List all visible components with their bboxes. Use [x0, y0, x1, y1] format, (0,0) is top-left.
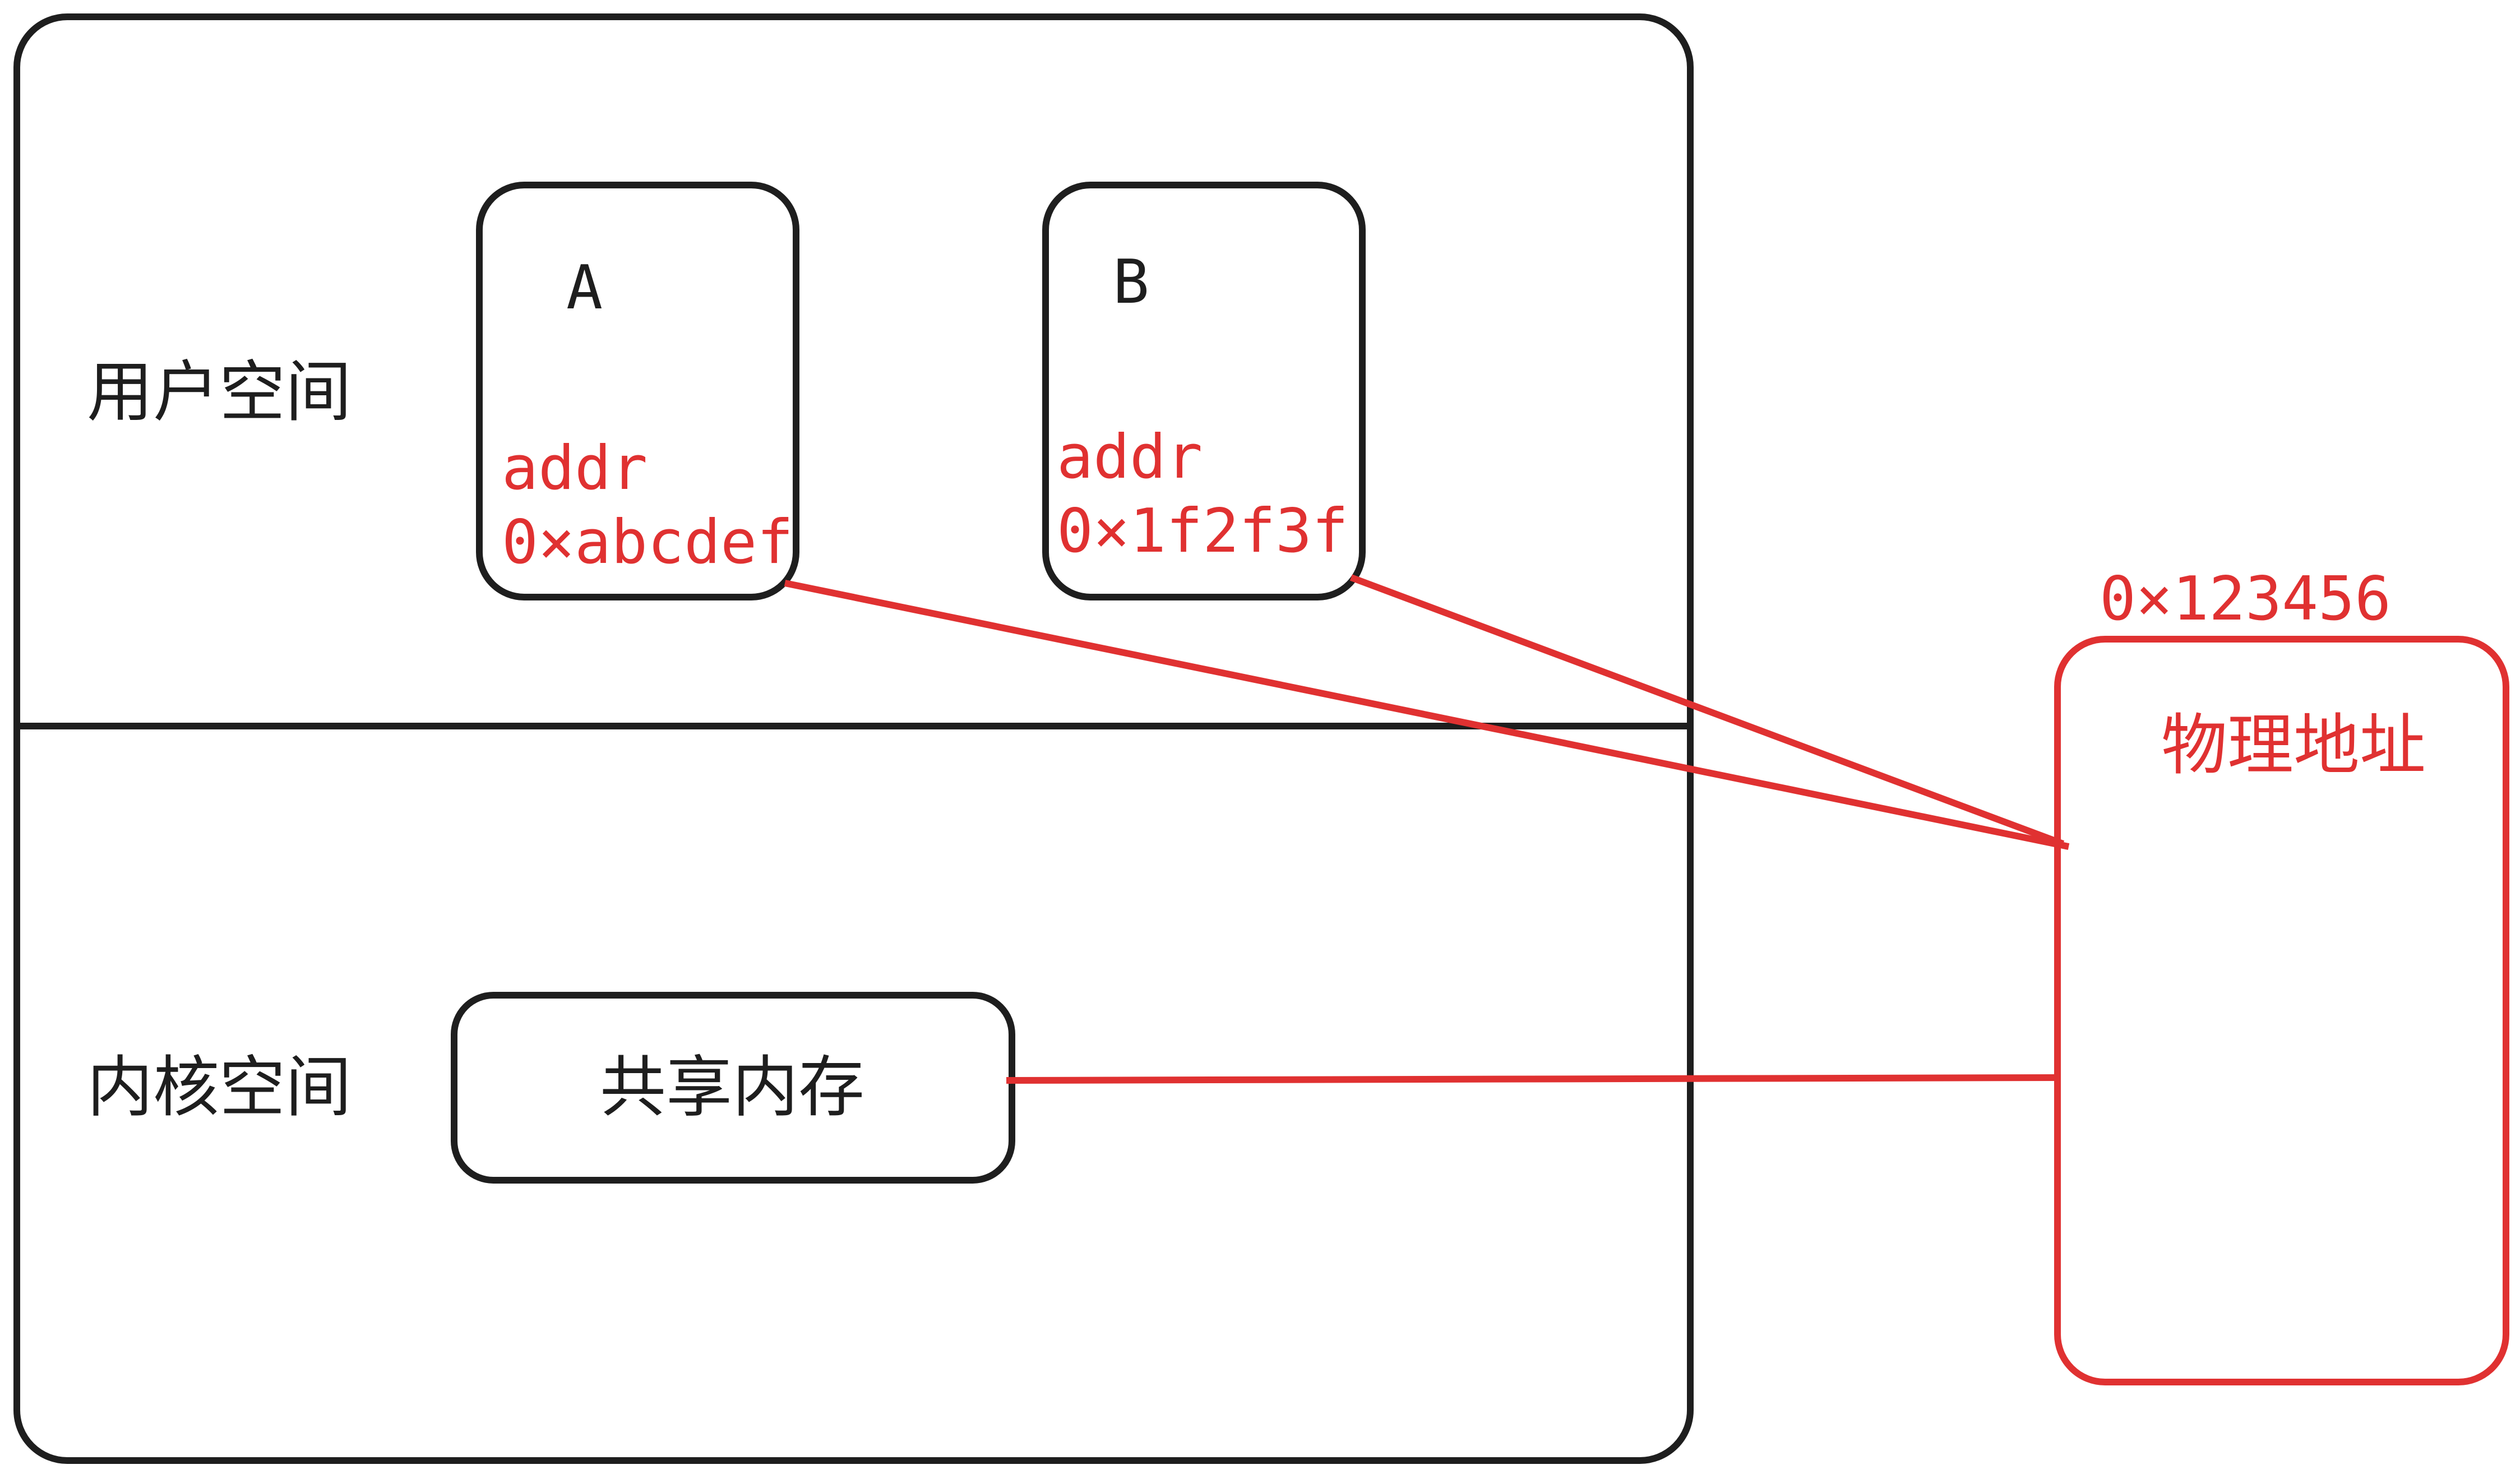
shared-memory-label: 共享内存	[600, 1048, 865, 1126]
process-a-address: addr 0×abcdef	[502, 432, 793, 580]
mapping-line-shared	[1006, 1074, 2058, 1084]
kernel-space-label: 内核空间	[87, 1048, 352, 1126]
process-a-box	[476, 182, 799, 600]
physical-address-value: 0×123456	[2100, 564, 2392, 634]
address-space-box	[13, 13, 1694, 1464]
process-b-addr-value: 0×1f2f3f	[1057, 496, 1349, 566]
process-b-addr-label: addr	[1057, 422, 1203, 492]
process-a-addr-value: 0×abcdef	[502, 507, 794, 577]
mapping-line-b	[1349, 574, 2065, 847]
shared-memory-box	[451, 992, 1015, 1184]
physical-memory-box	[2054, 636, 2509, 1385]
mapping-line-a	[784, 580, 2070, 850]
process-a-name: A	[566, 253, 603, 323]
physical-address-label: 物理地址	[2161, 706, 2426, 784]
user-space-label: 用户空间	[87, 353, 352, 431]
process-b-name: B	[1113, 247, 1150, 317]
process-a-addr-label: addr	[502, 433, 648, 503]
process-b-address: addr 0×1f2f3f	[1057, 421, 1348, 569]
process-b-box	[1042, 182, 1366, 600]
